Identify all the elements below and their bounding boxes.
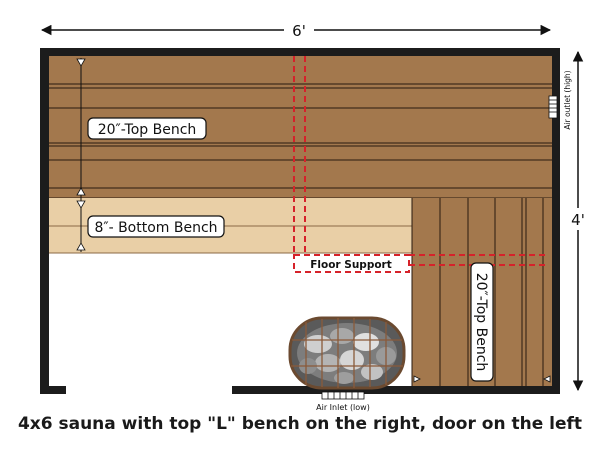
right-bench-label-box — [470, 262, 494, 382]
air-outlet-label: Air outlet (high) — [563, 70, 572, 129]
bottom-bench-label-box — [87, 215, 225, 238]
air-inlet-vent — [321, 391, 365, 400]
top-bench-label: 20″-Top Bench — [98, 122, 197, 138]
air-inlet-label: Air Inlet (low) — [316, 403, 370, 412]
height-dimension-label: 4' — [571, 211, 585, 229]
right-bench-label: 20″-Top Bench — [473, 273, 489, 372]
wall-bottom-right — [232, 386, 560, 394]
marker-triangle-icon — [76, 58, 86, 67]
width-dimension-label: 6' — [292, 22, 306, 40]
top-bench-label-box — [87, 117, 207, 140]
floor-support-label: Floor Support — [310, 259, 392, 271]
wall-bottom-left — [40, 386, 66, 394]
marker-triangle-icon — [413, 375, 421, 383]
floor-support-box — [293, 254, 410, 273]
marker-triangle-icon — [76, 200, 86, 209]
bottom-bench-label: 8″- Bottom Bench — [94, 220, 217, 236]
air-outlet-vent — [548, 95, 558, 119]
marker-triangle-icon — [76, 242, 86, 251]
marker-triangle-icon — [543, 375, 551, 383]
marker-triangle-icon — [76, 187, 86, 196]
wall-top — [40, 48, 560, 56]
diagram-caption: 4x6 sauna with top "L" bench on the righ… — [17, 414, 583, 434]
wall-right — [552, 48, 560, 394]
heater-stones-icon — [288, 316, 406, 390]
wall-left — [40, 48, 49, 394]
